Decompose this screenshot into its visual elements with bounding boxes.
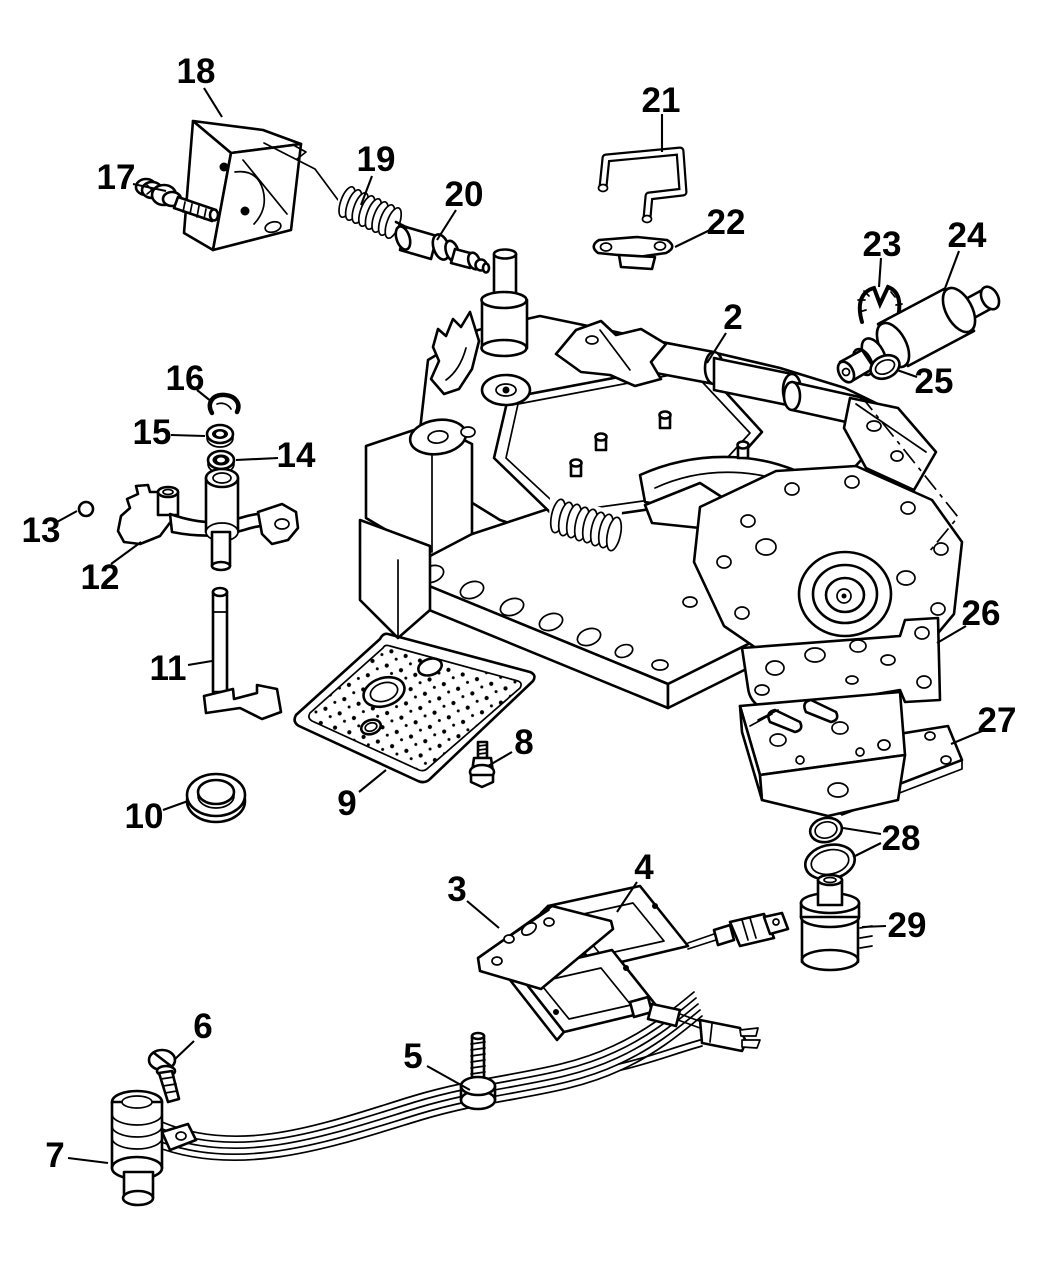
callout-leader-7	[67, 1156, 109, 1165]
part-29-solenoid	[799, 873, 873, 972]
callout-label-7: 7	[45, 1136, 64, 1175]
callout-leader-8	[487, 751, 513, 767]
callout-label-18: 18	[177, 52, 216, 91]
install-centerline	[860, 395, 960, 553]
callout-label-11: 11	[150, 649, 187, 688]
callout-label-27: 27	[978, 701, 1017, 740]
callout-leader-25	[896, 369, 918, 378]
callout-label-12: 12	[81, 558, 120, 597]
callout-leader-28	[842, 826, 882, 836]
part-7-harness	[110, 991, 703, 1207]
part-26-transfer-plate-assembly	[643, 464, 964, 818]
part-18-bracket	[182, 119, 307, 252]
callout-leader-16	[196, 389, 213, 403]
part-3-bracket	[476, 904, 615, 991]
callout-leader-20	[436, 209, 457, 241]
callout-leader-24	[943, 250, 960, 292]
callout-leader-12	[110, 541, 142, 565]
callout-label-2: 2	[723, 298, 742, 337]
callout-leader-17	[132, 182, 167, 193]
part-9-separator-plate	[293, 632, 536, 784]
callout-leader-9	[358, 769, 387, 793]
part-11-shift-rod	[202, 586, 283, 721]
callout-label-16: 16	[166, 359, 205, 398]
part-12-manual-lever	[116, 467, 300, 572]
callout-label-10: 10	[125, 797, 164, 836]
throttle-link-wire	[263, 142, 339, 201]
part-15-washer	[205, 423, 235, 448]
part-23-clip	[857, 284, 903, 324]
callout-label-19: 19	[357, 140, 396, 179]
callout-leader-11	[187, 659, 213, 667]
callout-label-24: 24	[948, 216, 987, 255]
callout-label-20: 20	[445, 175, 484, 214]
callout-label-26: 26	[962, 594, 1001, 633]
callout-label-22: 22	[707, 203, 746, 242]
callout-leader-19	[360, 175, 373, 206]
callout-label-6: 6	[193, 1007, 212, 1046]
callout-leader-2	[706, 332, 727, 364]
callout-leader-15	[170, 433, 206, 438]
callout-label-28: 28	[882, 819, 921, 858]
callout-leader-13	[56, 510, 78, 523]
callout-label-9: 9	[337, 784, 356, 823]
callout-leader-10	[162, 800, 189, 811]
callout-label-13: 13	[22, 511, 61, 550]
callout-leader-27	[950, 730, 983, 745]
callout-label-3: 3	[447, 870, 466, 909]
callout-leader-14	[235, 456, 279, 462]
callout-leader-18	[203, 87, 223, 118]
callout-leader-6	[173, 1040, 195, 1061]
part-20-throttle-valve	[394, 220, 491, 274]
callout-label-17: 17	[97, 158, 136, 197]
part-2-valve-body	[358, 248, 938, 710]
part-25-o-ring	[869, 353, 901, 381]
callout-label-4: 4	[634, 848, 654, 887]
part-10-seal-ring	[185, 772, 247, 824]
callout-leader-4	[616, 881, 638, 913]
callout-leader-22	[674, 229, 711, 248]
callout-leader-28b	[852, 842, 882, 858]
part-22-clamp	[592, 235, 674, 271]
part-8-bolt	[468, 740, 496, 789]
callout-label-15: 15	[133, 413, 172, 452]
callout-label-25: 25	[915, 362, 954, 401]
callout-leader-29	[861, 924, 887, 929]
callout-leader-5	[426, 1065, 471, 1091]
part-21-tube	[597, 146, 688, 224]
part-13-ball	[77, 500, 95, 518]
callout-leader-26	[936, 625, 967, 644]
callout-label-23: 23	[863, 225, 902, 264]
callout-label-29: 29	[888, 906, 927, 945]
callout-label-21: 21	[642, 81, 681, 120]
callout-leader-23	[877, 257, 883, 288]
part-19-spring	[334, 185, 403, 240]
part-24-solenoid	[836, 285, 1001, 384]
callout-label-8: 8	[514, 723, 533, 762]
callout-label-14: 14	[277, 436, 316, 475]
part-6-screw	[147, 1048, 181, 1104]
part-16-clip	[207, 392, 241, 416]
callout-label-5: 5	[403, 1037, 422, 1076]
callout-leader-3	[466, 900, 500, 929]
